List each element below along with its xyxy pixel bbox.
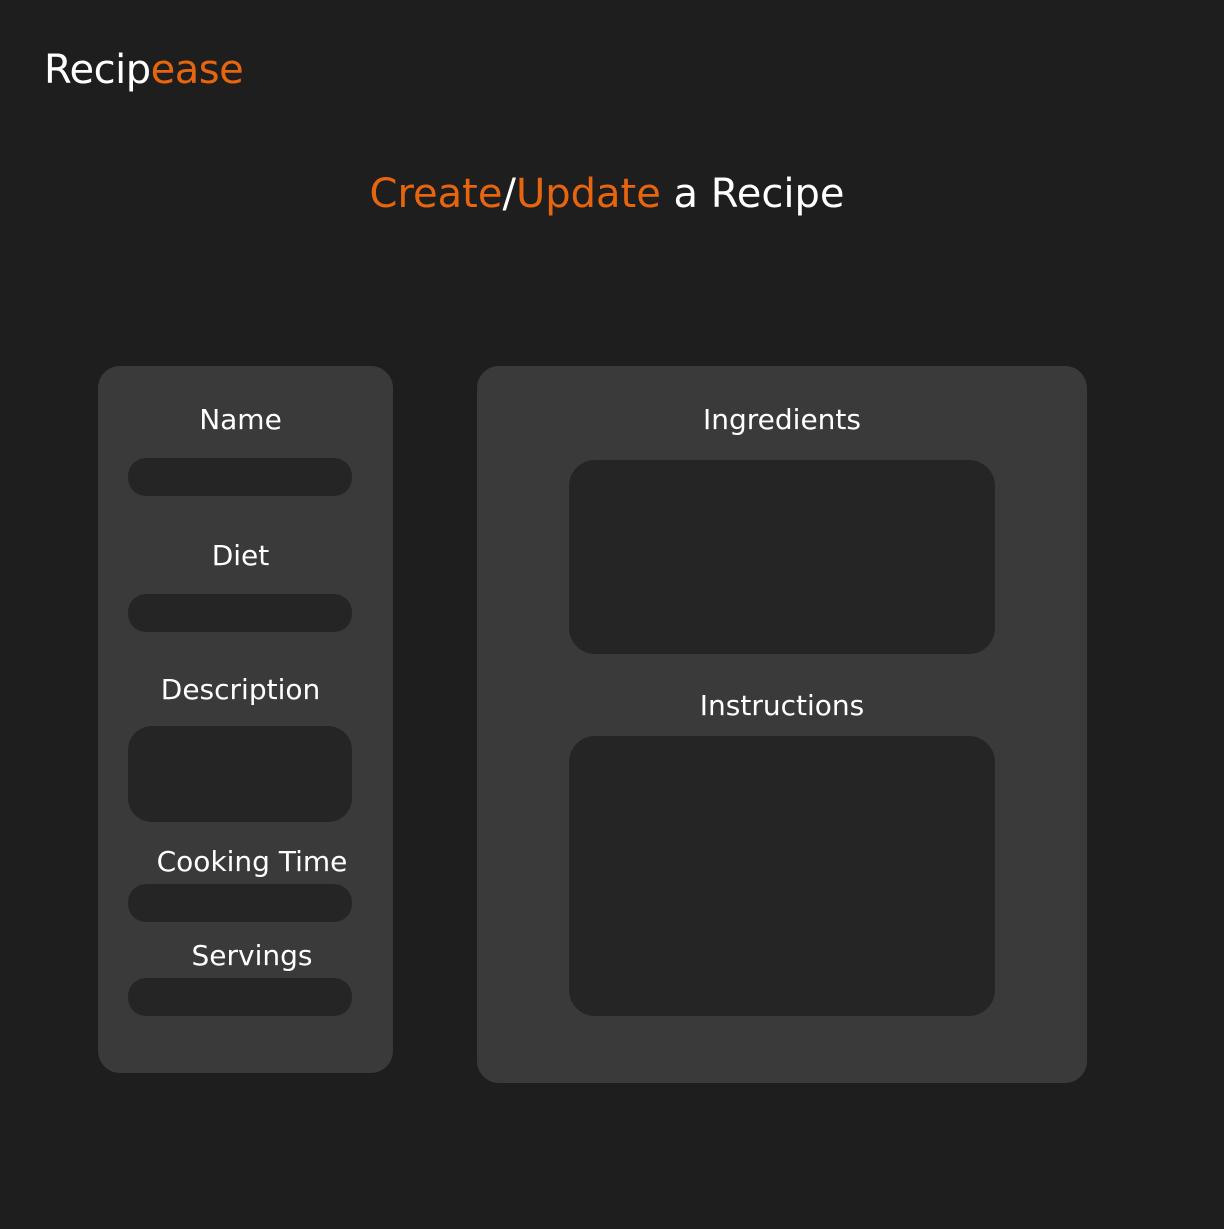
instructions-label: Instructions <box>699 689 865 722</box>
name-label: Name <box>199 403 282 436</box>
recipe-details-panel: Name Diet Description Cooking Time Servi… <box>98 366 393 1073</box>
instructions-input[interactable] <box>569 736 995 1016</box>
title-separator: / <box>502 171 516 217</box>
cooking-time-input[interactable] <box>128 884 352 922</box>
logo-text-primary: Recip <box>44 47 151 93</box>
description-label: Description <box>160 673 321 706</box>
diet-label: Diet <box>211 539 270 572</box>
title-rest: a Recipe <box>660 171 845 217</box>
name-input[interactable] <box>128 458 352 496</box>
app-logo[interactable]: Recipease <box>44 44 244 96</box>
title-update: Update <box>515 171 661 217</box>
servings-label: Servings <box>191 939 313 972</box>
logo-text-accent: ease <box>150 47 244 93</box>
ingredients-input[interactable] <box>569 460 995 654</box>
diet-input[interactable] <box>128 594 352 632</box>
recipe-content-panel: Ingredients Instructions <box>477 366 1087 1083</box>
cooking-time-label: Cooking Time <box>156 845 348 878</box>
description-input[interactable] <box>128 726 352 822</box>
title-create: Create <box>369 171 503 217</box>
servings-input[interactable] <box>128 978 352 1016</box>
page-title: Create/Update a Recipe <box>0 168 1214 220</box>
ingredients-label: Ingredients <box>703 403 861 436</box>
